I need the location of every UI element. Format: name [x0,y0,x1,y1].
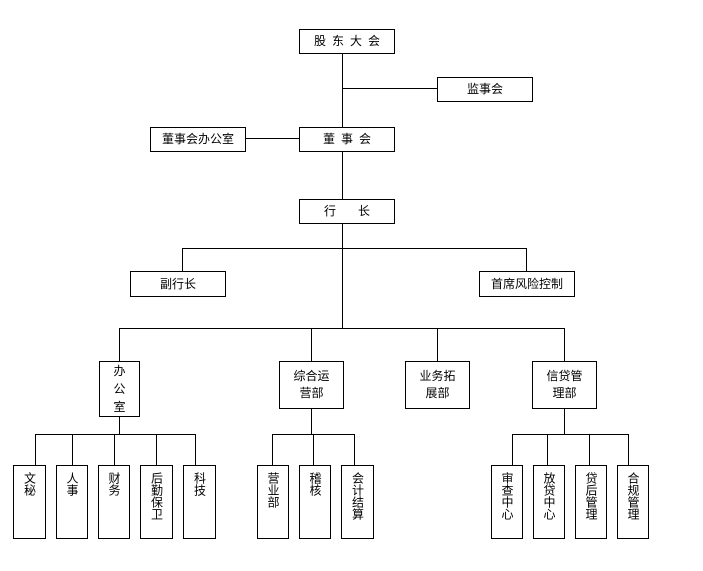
node-sub-credit: 放贷中心 [533,465,565,539]
node-president: 行长 [299,199,395,224]
node-label: 营业部 [266,472,280,508]
node-vice-president: 副行长 [130,271,226,297]
node-label: 综合运营部 [293,369,330,400]
node-sub-general: 财务 [98,465,130,539]
node-label: 稽核 [308,472,322,496]
node-board: 董事会 [299,127,395,152]
node-integrated-ops: 综合运营部 [279,361,344,409]
node-board-office: 董事会办公室 [150,127,246,152]
node-label: 后勤保卫 [149,472,164,520]
node-label: 董事会 [322,132,377,146]
node-label: 股东大会 [313,34,386,48]
node-label: 放贷中心 [542,472,556,520]
node-label: 信贷管理部 [546,369,583,400]
node-sub-general: 人事 [56,465,88,539]
node-sub-ops: 营业部 [257,465,289,539]
node-sub-general: 科技 [183,465,216,539]
node-label: 人事 [65,472,79,496]
node-biz-dev: 业务拓展部 [405,361,470,409]
node-sub-ops: 稽核 [299,465,331,539]
node-label: 合规管理 [626,472,640,520]
node-label: 业务拓展部 [419,369,456,400]
node-sub-credit: 审查中心 [491,465,523,539]
node-sub-ops: 会计结算 [341,465,374,539]
node-credit-mgmt: 信贷管理部 [532,361,597,409]
node-label: 财务 [107,472,121,496]
node-label: 行长 [323,204,392,218]
node-label: 首席风险控制 [490,276,563,291]
node-shareholders: 股东大会 [299,29,395,54]
node-label: 会计结算 [350,472,365,520]
node-label: 科技 [192,472,207,496]
node-label: 贷后管理 [584,472,598,520]
node-supervisors: 监事会 [437,77,533,102]
node-sub-credit: 合规管理 [617,465,649,539]
node-label: 文秘 [22,472,37,496]
node-label: 监事会 [466,82,503,96]
node-general-office: 办公室 [99,361,140,417]
node-label: 审查中心 [500,472,514,520]
node-sub-general: 文秘 [13,465,46,539]
node-label: 办公室 [113,364,126,414]
node-sub-credit: 贷后管理 [575,465,607,539]
node-chief-risk: 首席风险控制 [479,271,575,297]
node-sub-general: 后勤保卫 [140,465,173,539]
node-label: 董事会办公室 [161,132,234,146]
node-label: 副行长 [159,276,196,291]
